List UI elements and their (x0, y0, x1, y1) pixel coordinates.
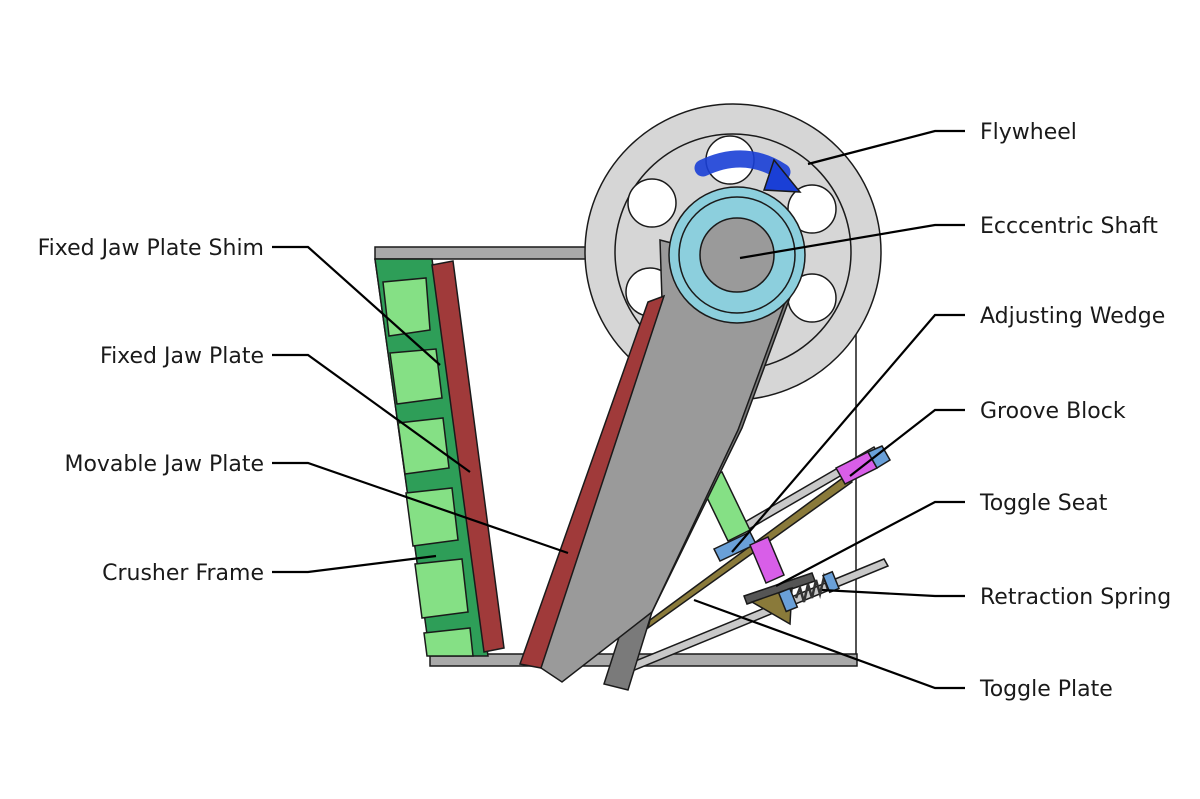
flywheel-hole (627, 178, 677, 228)
leader-eccentric-shaft (739, 223, 965, 260)
eccentric-shaft (668, 186, 806, 324)
label-fixed-jaw-plate: Fixed Jaw Plate (100, 344, 264, 369)
leader-groove-block (849, 408, 965, 477)
movable-jaw-plate (519, 294, 666, 669)
label-flywheel: Flywheel (980, 120, 1077, 145)
frame-block-4 (405, 487, 459, 547)
label-groove-block: Groove Block (980, 399, 1126, 424)
frame-block-6 (423, 627, 474, 657)
leader-lines (272, 129, 965, 690)
label-adjusting-wedge: Adjusting Wedge (980, 304, 1165, 329)
label-fixed-jaw-plate-shim: Fixed Jaw Plate Shim (38, 236, 264, 261)
frame-block-5 (414, 558, 469, 619)
label-crusher-frame: Crusher Frame (102, 561, 264, 586)
fixed-jaw-plate (431, 260, 505, 653)
leader-movable-jaw-plate (272, 461, 569, 555)
leader-flywheel (807, 129, 965, 166)
label-movable-jaw-plate: Movable Jaw Plate (64, 452, 264, 477)
rotation-arrow-icon (694, 150, 802, 193)
label-toggle-plate: Toggle Plate (979, 677, 1113, 702)
leader-retraction-spring (821, 588, 965, 598)
leader-crusher-frame (272, 554, 437, 574)
frame-block-2 (389, 348, 443, 405)
label-eccentric-shaft: Ecccentric Shaft (980, 214, 1158, 239)
shaft-core (699, 217, 775, 293)
leader-fixed-jaw-plate (272, 353, 471, 473)
frame-block-1 (382, 277, 431, 337)
leader-toggle-plate (693, 598, 965, 690)
groove-block (749, 536, 785, 584)
groove-block-cap (866, 445, 892, 470)
leader-fixed-jaw-plate-shim (272, 245, 441, 366)
leader-adjusting-wedge (731, 313, 965, 553)
frame-block-3 (397, 417, 450, 475)
label-toggle-seat: Toggle Seat (979, 491, 1108, 516)
label-retraction-spring: Retraction Spring (980, 585, 1171, 610)
leader-toggle-seat (775, 500, 965, 587)
labels: Fixed Jaw Plate Shim Fixed Jaw Plate Mov… (38, 120, 1172, 702)
